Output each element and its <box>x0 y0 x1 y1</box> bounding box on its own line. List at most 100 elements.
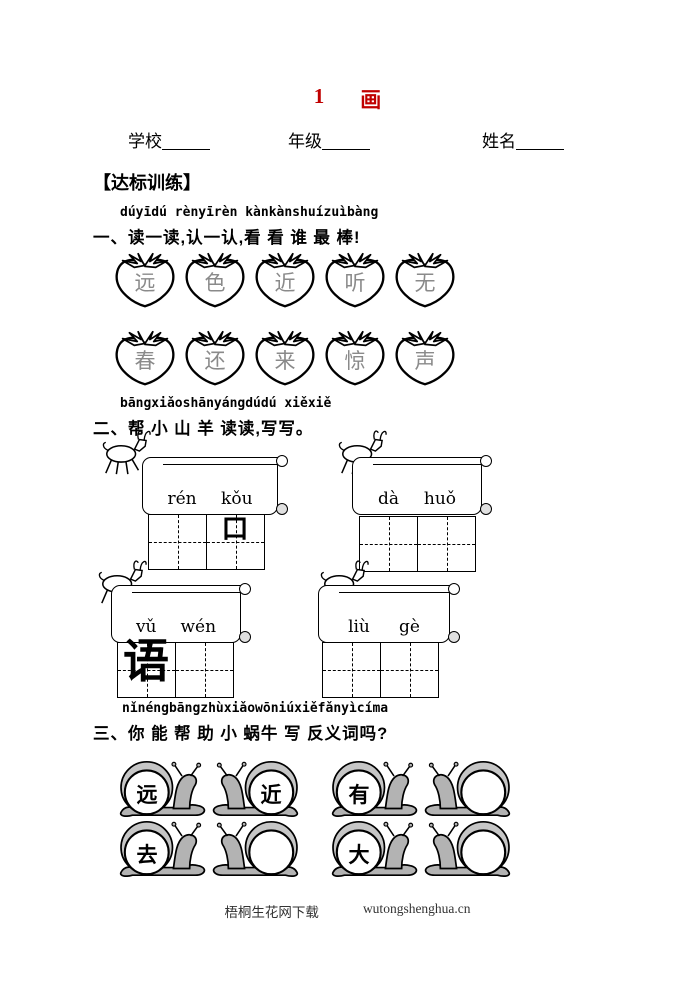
strawberry-char: 色 <box>204 271 226 295</box>
pinyin-word: vǔ <box>135 617 157 637</box>
snail-shell-char: 近 <box>260 783 282 807</box>
strawberry-icon: 色 <box>180 250 250 312</box>
scroll-cap-icon <box>276 503 288 515</box>
grid-cell <box>149 515 206 569</box>
grid-cell <box>360 517 417 571</box>
snail-art-icon <box>210 758 302 819</box>
snail-art-icon <box>116 818 208 879</box>
scroll-cap-icon <box>239 631 251 643</box>
scroll-cap-icon <box>480 455 492 467</box>
scroll-cap-icon <box>448 631 460 643</box>
snail-art-icon <box>328 818 420 879</box>
strawberry-char: 听 <box>344 271 366 295</box>
grade-blank-line <box>322 133 370 150</box>
snail-icon: 去 <box>116 818 208 879</box>
strawberry-row-2: 春 还 来 惊 声 <box>110 328 460 390</box>
strawberry-icon: 还 <box>180 328 250 390</box>
strawberry-char: 春 <box>134 349 156 373</box>
scroll-pinyin: liù gè <box>319 617 449 637</box>
scroll-cap-icon <box>480 503 492 515</box>
snail-art-icon <box>210 818 302 879</box>
grid-cell <box>380 643 438 697</box>
lesson-number: 1 <box>313 84 325 108</box>
writing-grid: 语 <box>117 636 234 698</box>
school-field: 学校 <box>128 127 210 152</box>
pinyin-word: gè <box>398 617 420 637</box>
snail-icon <box>422 818 514 879</box>
footer-site-url: wutongshenghua.cn <box>362 901 471 916</box>
snail-art-icon <box>328 758 420 819</box>
snail-pair: 远 近 <box>116 758 302 819</box>
pinyin-scroll: rén kǒu <box>142 455 288 515</box>
pinyin-word: liù <box>348 617 370 637</box>
scroll-roll-line <box>132 585 245 593</box>
snail-icon: 远 <box>116 758 208 819</box>
strawberry-icon: 春 <box>110 328 180 390</box>
footer: 梧桐生花网下载 wutongshenghua.cn <box>0 901 695 921</box>
strawberry-char: 近 <box>274 271 296 295</box>
lesson-character: 画 <box>360 88 382 112</box>
grid-cell <box>417 517 475 571</box>
strawberry-char: 惊 <box>344 349 366 373</box>
snail-shell-char: 有 <box>348 783 370 807</box>
name-label: 姓名 <box>482 132 516 151</box>
strawberry-icon: 惊 <box>320 328 390 390</box>
page-title: 1 画 <box>0 84 695 114</box>
pinyin-scroll: dà huǒ <box>352 455 492 515</box>
strawberry-icon: 听 <box>320 250 390 312</box>
section2-pinyin: bāngxiǎoshānyángdúdú xiěxiě <box>120 396 332 411</box>
grid-cell <box>175 643 233 697</box>
strawberry-icon: 声 <box>390 328 460 390</box>
strawberry-row-1: 远 色 近 听 无 <box>110 250 460 312</box>
strawberry-icon: 远 <box>110 250 180 312</box>
section3-pinyin: nǐnéngbāngzhùxiǎowōniúxiěfǎnyìcíma <box>122 701 389 716</box>
pinyin-scroll: liù gè <box>318 583 460 643</box>
snail-pair: 大 <box>328 818 514 879</box>
snail-pair: 去 <box>116 818 302 879</box>
pinyin-word: kǒu <box>221 489 253 509</box>
grade-label: 年级 <box>288 132 322 151</box>
strawberry-icon: 无 <box>390 250 460 312</box>
snail-shell-char: 远 <box>136 783 158 807</box>
snail-icon: 大 <box>328 818 420 879</box>
snail-art-icon <box>422 818 514 879</box>
scroll-roll-line <box>163 457 282 465</box>
strawberry-char: 来 <box>274 349 296 373</box>
scroll-roll-line <box>339 585 454 593</box>
name-field: 姓名 <box>482 127 564 152</box>
scroll-roll-line <box>373 457 486 465</box>
written-char: 语 <box>123 636 169 687</box>
snail-icon: 近 <box>210 758 302 819</box>
written-char: 口 <box>221 514 249 544</box>
pinyin-word: rén <box>167 489 197 509</box>
scroll-cap-icon <box>276 455 288 467</box>
scroll-cap-icon <box>239 583 251 595</box>
strawberry-char: 无 <box>414 271 436 295</box>
grid-cell <box>206 515 264 569</box>
grade-field: 年级 <box>288 127 370 152</box>
snail-shell-char: 大 <box>348 843 370 867</box>
scroll-pinyin: dà huǒ <box>353 489 481 509</box>
section2-heading: 二、帮 小 山 羊 读读,写写。 <box>93 420 314 438</box>
grid-cell <box>323 643 380 697</box>
section-banner: 【达标训练】 <box>93 173 201 193</box>
writing-grid <box>359 516 476 572</box>
scroll-pinyin: vǔ wén <box>112 617 240 637</box>
snail-art-icon <box>422 758 514 819</box>
strawberry-char: 还 <box>204 349 226 373</box>
pinyin-word: dà <box>377 489 399 509</box>
snail-icon <box>210 818 302 879</box>
snail-pair: 有 <box>328 758 514 819</box>
snail-art-icon <box>116 758 208 819</box>
footer-site-name: 梧桐生花网下载 <box>224 905 319 920</box>
scroll-pinyin: rén kǒu <box>143 489 277 509</box>
writing-grid <box>322 642 439 698</box>
pinyin-scroll: vǔ wén <box>111 583 251 643</box>
snail-icon <box>422 758 514 819</box>
strawberry-char: 远 <box>134 271 156 295</box>
snail-shell-char: 去 <box>136 843 158 867</box>
grid-cell <box>118 643 175 697</box>
pinyin-word: wén <box>180 617 217 637</box>
writing-grid: 口 <box>148 514 265 570</box>
